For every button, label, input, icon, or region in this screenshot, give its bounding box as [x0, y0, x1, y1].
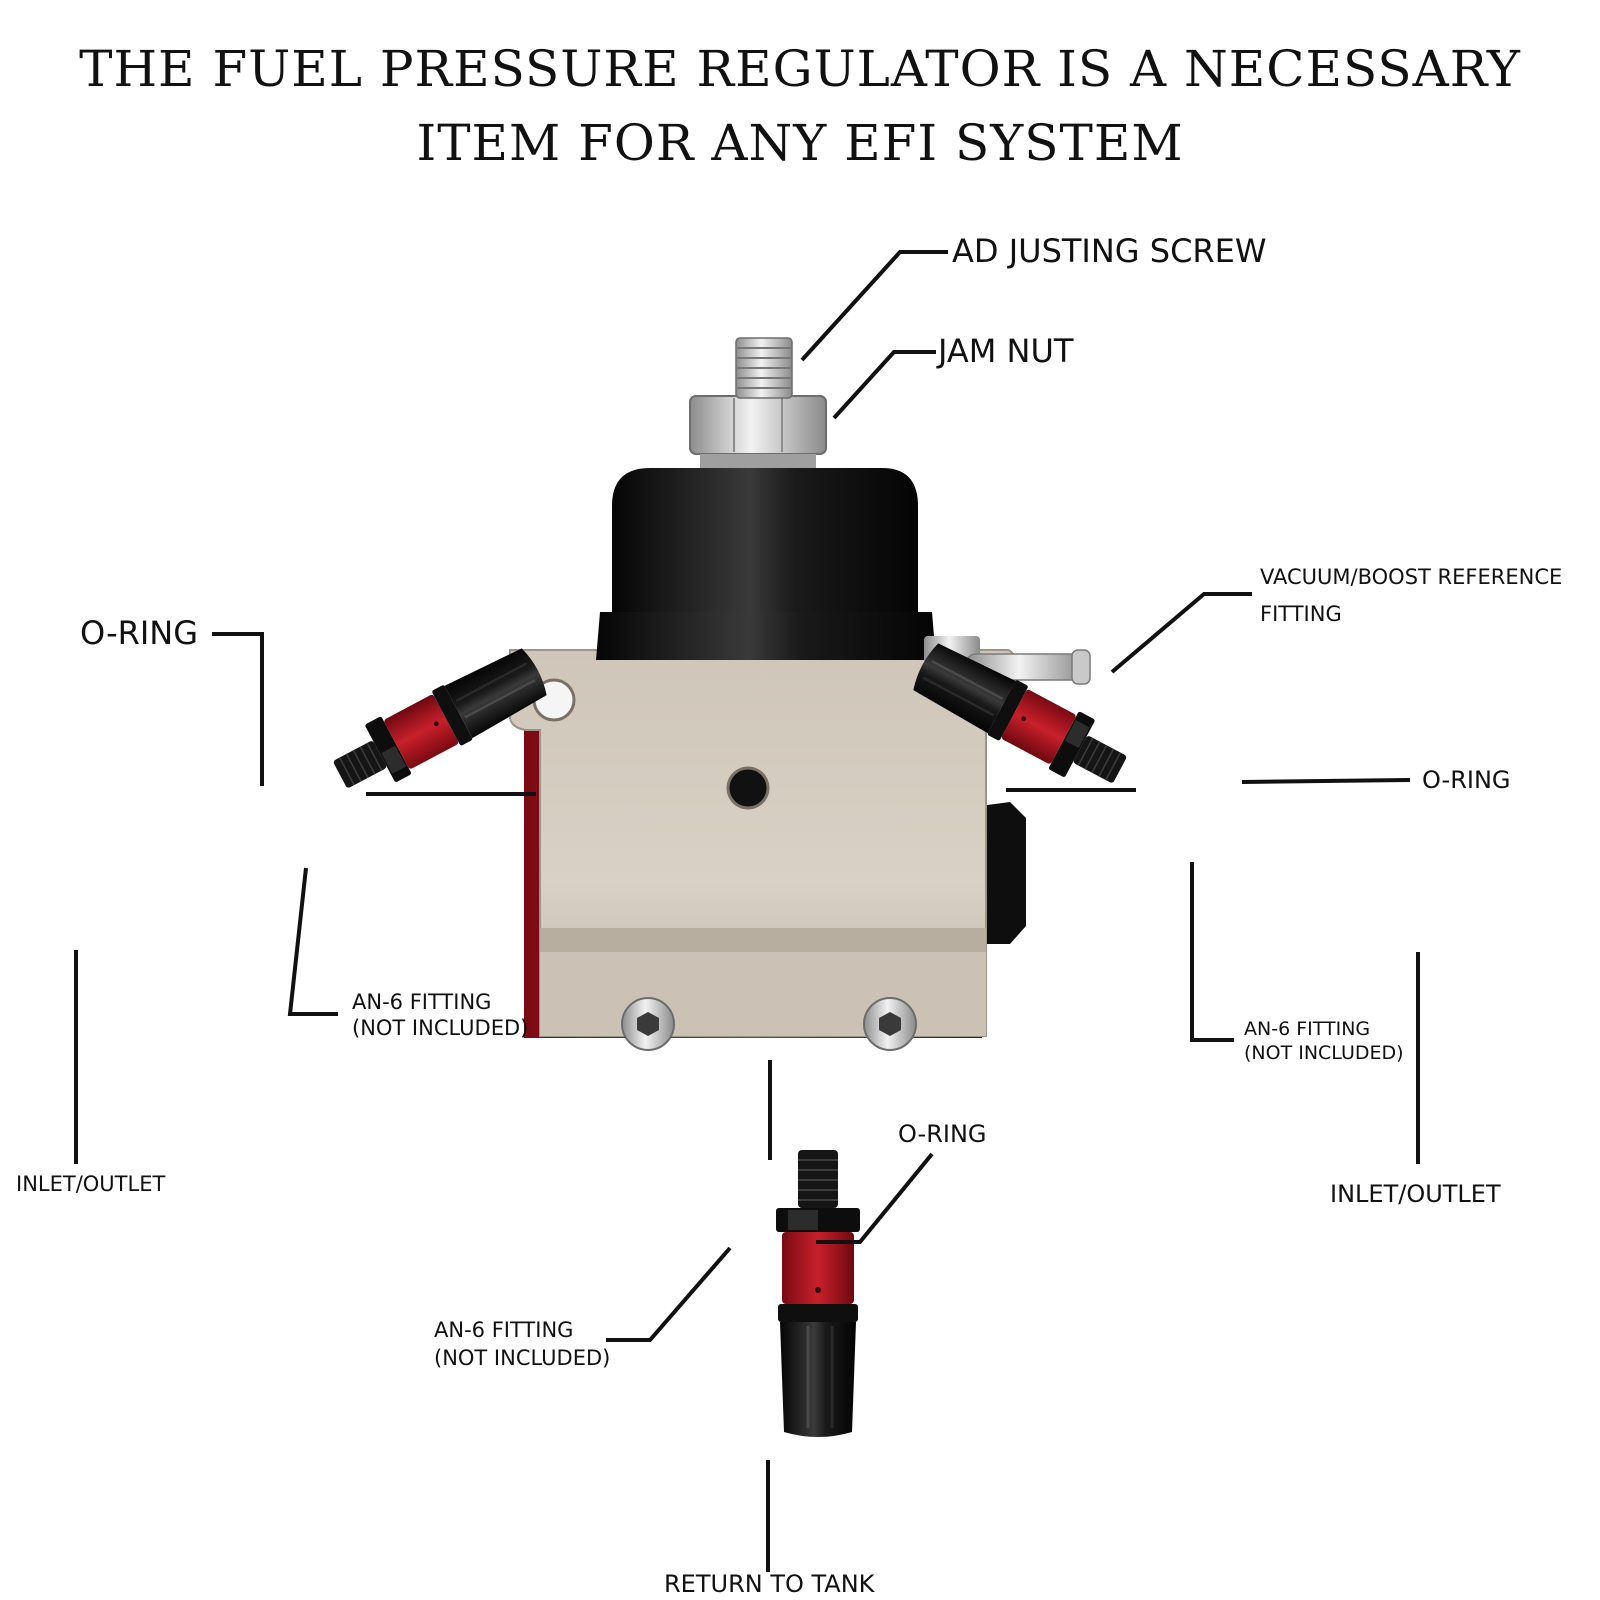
heading-line-2: ITEM FOR ANY EFI SYSTEM: [416, 114, 1184, 172]
label-adjusting-screw: AD JUSTING SCREW: [952, 232, 1267, 270]
mounting-bolt-left: [621, 997, 675, 1051]
label-oring-left: O-RING: [80, 614, 199, 652]
label-return-to-tank: RETURN TO TANK: [664, 1570, 875, 1598]
label-vacuum-line-1: VACUUM/BOOST REFERENCE: [1260, 565, 1563, 589]
label-fitting-left-1: AN-6 FITTING: [352, 990, 492, 1014]
label-oring-bottom: O-RING: [898, 1120, 987, 1148]
label-fitting-right-2: (NOT INCLUDED): [1244, 1042, 1404, 1064]
label-oring-right: O-RING: [1422, 766, 1511, 794]
heading-line-1: THE FUEL PRESSURE REGULATOR IS A NECESSA…: [79, 40, 1521, 98]
leader-lines: [74, 250, 1420, 1572]
label-fitting-right-1: AN-6 FITTING: [1244, 1018, 1371, 1040]
label-inlet-left: INLET/OUTLET: [16, 1172, 166, 1196]
fitting-bottom: [774, 1148, 862, 1439]
adjusting-screw: [735, 337, 793, 399]
label-vacuum-line-2: FITTING: [1260, 602, 1342, 626]
mounting-bolt-right: [863, 997, 917, 1051]
jam-nut: [689, 395, 827, 468]
label-inlet-right: INLET/OUTLET: [1330, 1180, 1501, 1208]
label-jam-nut: JAM NUT: [938, 332, 1074, 370]
label-fitting-left-2: (NOT INCLUDED): [352, 1016, 529, 1040]
label-fitting-bottom-2: (NOT INCLUDED): [434, 1346, 611, 1370]
label-fitting-bottom-1: AN-6 FITTING: [434, 1318, 574, 1342]
